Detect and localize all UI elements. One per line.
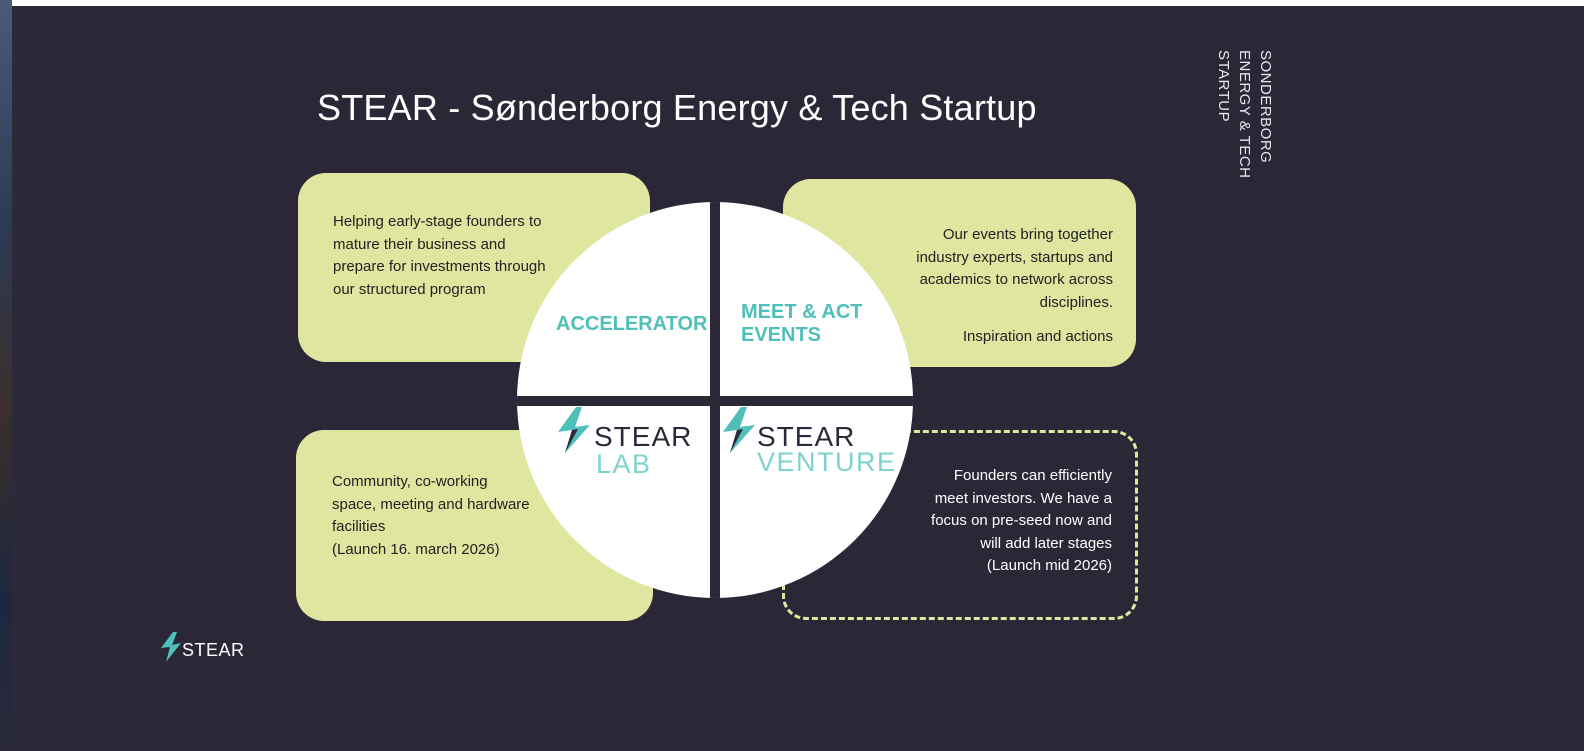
venture-text-line: will add later stages: [980, 534, 1112, 552]
events-label-line-1: MEET & ACT: [741, 301, 863, 323]
venture-logo-word: STEAR: [757, 421, 856, 452]
window-edge-top: [0, 0, 1584, 6]
events-label-line-2: EVENTS: [741, 324, 822, 346]
background-photo-edge: [0, 0, 12, 751]
events-label: MEET & ACT EVENTS: [741, 301, 862, 347]
venture-text-line: Founders can efficiently: [953, 467, 1112, 484]
accelerator-text-line: prepare for investments through: [333, 258, 546, 275]
venture-logo-sub: VENTURE: [757, 447, 897, 477]
accelerator-text-line: Helping early-stage founders to: [333, 213, 542, 230]
footer-logo: STEAR: [160, 632, 260, 662]
accelerator-label: ACCELERATOR: [556, 313, 708, 335]
venture-description-box: Founders can efficiently meet investors.…: [782, 430, 1138, 620]
side-label-line-3: STARTUP: [1215, 50, 1232, 123]
side-label-line-1: SONDERBORG: [1257, 50, 1274, 164]
side-label: SONDERBORG ENERGY & TECH STARTUP: [1210, 50, 1280, 200]
events-text-line: Our events bring together: [942, 226, 1113, 243]
lab-text-line: facilities: [332, 518, 386, 535]
presentation-slide: STEAR - Sønderborg Energy & Tech Startup…: [160, 40, 1280, 668]
bolt-icon: [723, 407, 755, 453]
venture-text-line: meet investors. We have a: [934, 489, 1112, 507]
events-text-line: industry experts, startups and: [916, 248, 1113, 266]
quadrant-circle: ACCELERATOR MEET & ACT EVENTS STEAR LAB …: [517, 202, 913, 598]
bolt-icon: [558, 407, 590, 453]
circle-divider-horizontal: [517, 396, 913, 406]
lab-logo-sub: LAB: [596, 449, 652, 479]
accelerator-text-line: our structured program: [333, 280, 486, 298]
lab-text-line: Community, co-working: [332, 473, 488, 490]
side-label-line-2: ENERGY & TECH: [1236, 50, 1253, 179]
lab-logo-word: STEAR: [594, 421, 693, 452]
events-text-line: academics to network across: [919, 271, 1113, 288]
venture-text-line: focus on pre-seed now and: [931, 512, 1112, 529]
bolt-icon: [161, 632, 181, 662]
lab-text-line: (Launch 16. march 2026): [332, 540, 500, 558]
lab-text-line: space, meeting and hardware: [332, 495, 530, 513]
venture-text-line: (Launch mid 2026): [986, 557, 1112, 574]
slide-title: STEAR - Sønderborg Energy & Tech Startup: [317, 87, 1037, 128]
accelerator-text-line: mature their business and: [333, 235, 506, 253]
events-tagline: Inspiration and actions: [962, 328, 1113, 345]
events-text-line: disciplines.: [1039, 293, 1113, 311]
footer-logo-word: STEAR: [182, 640, 245, 660]
